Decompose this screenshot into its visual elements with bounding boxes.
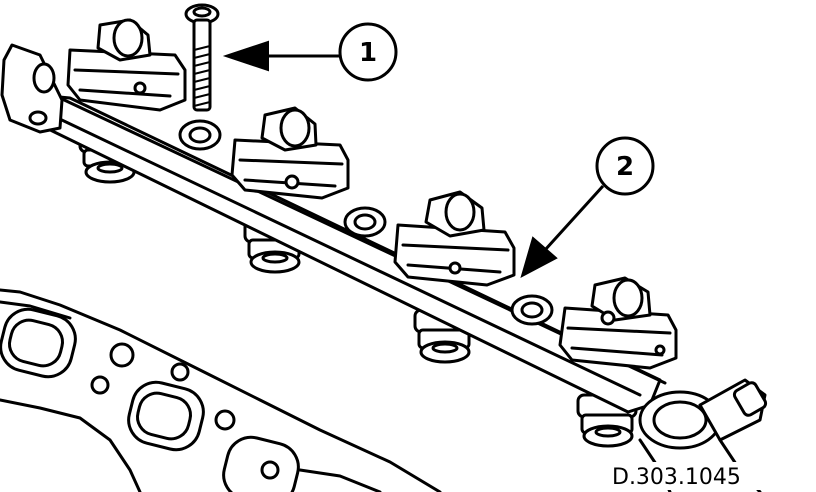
mounting-boss [178, 119, 222, 151]
intake-manifold [0, 288, 442, 492]
manifold-bolt-hole [170, 362, 190, 382]
bolt-icon [184, 3, 220, 112]
manifold-port-inner [8, 318, 64, 368]
manifold-port [222, 435, 300, 492]
callout-circle [595, 136, 655, 196]
retaining-clip-1 [66, 18, 187, 112]
callout-1: 1 [222, 22, 398, 82]
retaining-clip-3 [393, 190, 516, 287]
retaining-clip-2 [230, 106, 350, 200]
manifold-bolt-hole [214, 409, 236, 431]
callout-2: 2 [520, 136, 655, 278]
retaining-clip-4 [558, 276, 678, 370]
arrow-icon [222, 40, 269, 72]
flange-hole [28, 110, 48, 126]
manifold-bolt-hole [260, 460, 280, 480]
reference-code: D.303.1045 [612, 465, 741, 490]
fuel-rail [0, 43, 667, 414]
pressure-regulator [638, 378, 768, 492]
manifold-bolt-hole [109, 342, 135, 368]
callout-label-1: 1 [359, 38, 377, 68]
flange-hole [32, 62, 56, 94]
mounting-boss [343, 206, 387, 238]
manifold-port-inner [136, 391, 192, 441]
arrow-icon [520, 236, 558, 278]
manifold-bolt-hole [90, 375, 110, 395]
callout-label-2: 2 [616, 152, 634, 182]
callout-circle [338, 22, 398, 82]
fuel-injector-4 [576, 393, 638, 448]
mounting-boss [510, 294, 554, 326]
callout-leader [543, 184, 605, 252]
